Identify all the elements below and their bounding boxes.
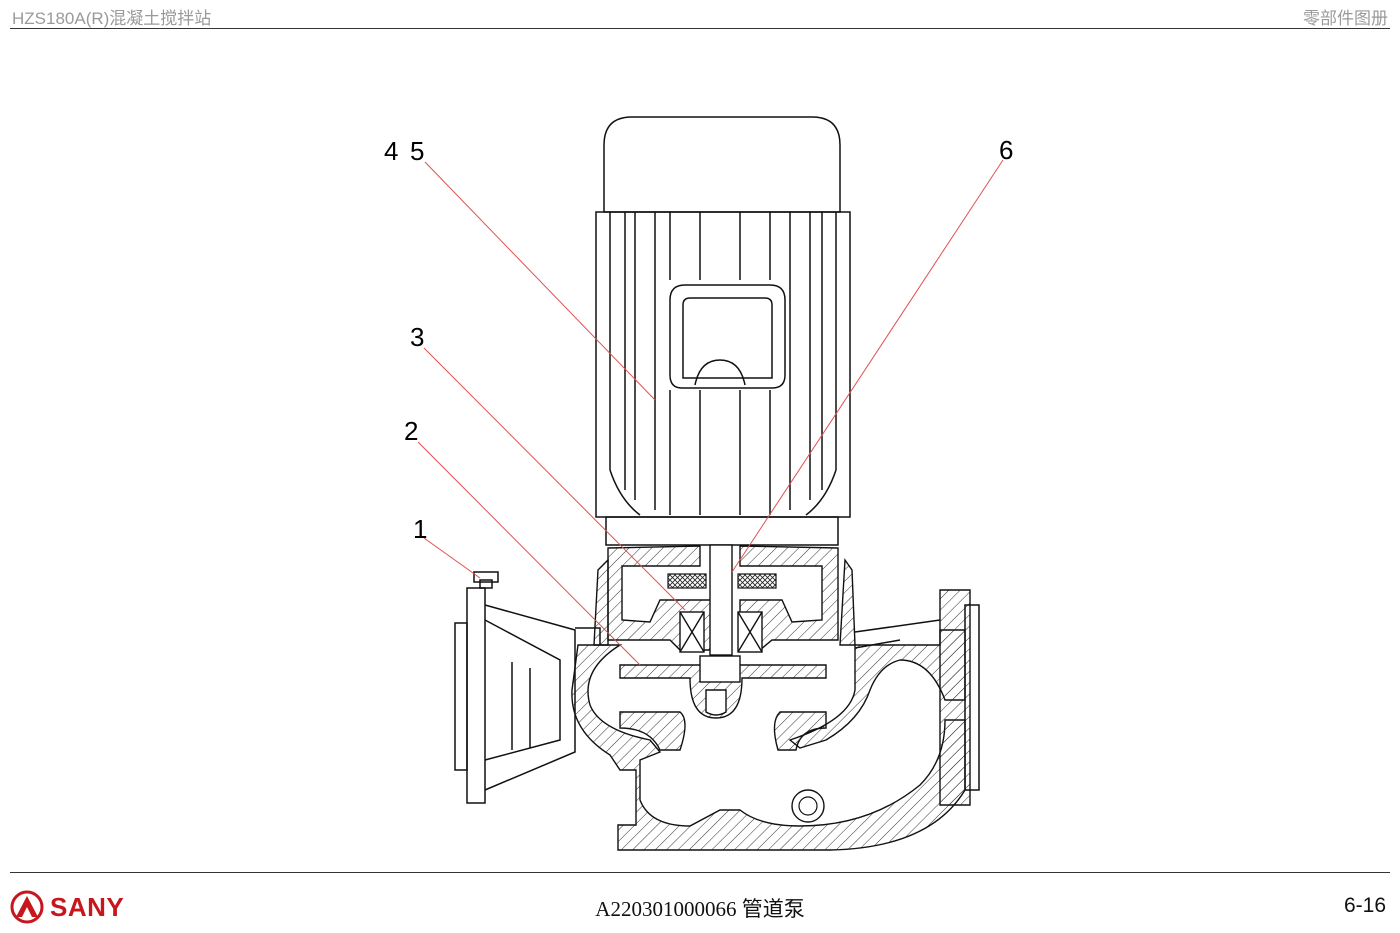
volute-casing (571, 644, 966, 851)
header-section: 零部件图册 (1303, 9, 1388, 28)
callout-5: 5 (410, 136, 424, 166)
sany-logo-icon (10, 890, 44, 924)
footer-divider (10, 872, 1390, 873)
mechanical-seal (667, 573, 707, 589)
terminal-box (669, 284, 786, 389)
callout-3: 3 (410, 322, 424, 352)
leader-lines (417, 159, 1004, 666)
inlet-flange (466, 587, 486, 804)
pump-shaft (709, 544, 733, 656)
page-number: 6-16 (1343, 894, 1386, 917)
motor-body (595, 211, 851, 518)
callout-1: 1 (413, 514, 427, 544)
callout-6: 6 (999, 135, 1013, 165)
sany-logo: SANY (10, 890, 124, 924)
header-divider (10, 28, 1390, 29)
motor-cap (603, 116, 841, 213)
part-code-title: A220301000066 管道泵 (595, 897, 805, 921)
logo-text: SANY (50, 891, 125, 922)
header-title: HZS180A(R)混凝土搅拌站 (12, 9, 212, 28)
drain-plug (791, 789, 825, 823)
callout-2: 2 (404, 416, 418, 446)
callout-4: 4 (384, 136, 398, 166)
